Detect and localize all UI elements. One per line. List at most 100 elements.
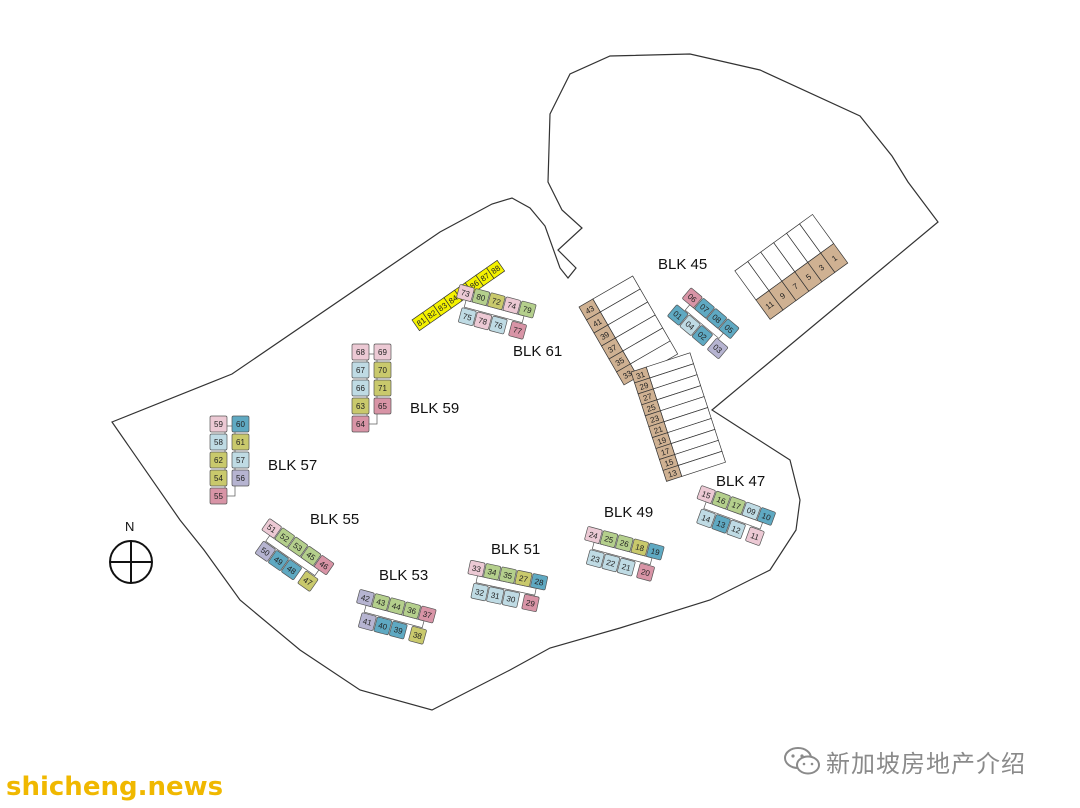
unit-stack[interactable] xyxy=(486,586,505,605)
unit-stack[interactable] xyxy=(646,542,665,561)
unit-stack[interactable] xyxy=(706,308,727,329)
unit-stack[interactable] xyxy=(630,538,649,557)
unit-stack[interactable] xyxy=(473,311,493,331)
unit-stack[interactable] xyxy=(261,518,282,539)
unit-stack[interactable] xyxy=(287,536,308,557)
unit-stack[interactable] xyxy=(719,318,740,339)
unit-stack[interactable] xyxy=(297,570,319,592)
unit-stack[interactable] xyxy=(696,485,716,504)
unit-stack[interactable] xyxy=(502,296,521,315)
unit-stack[interactable] xyxy=(351,343,370,361)
terrace-unit[interactable] xyxy=(486,259,506,279)
unit-stack[interactable] xyxy=(584,526,603,544)
unit-stack[interactable] xyxy=(617,557,636,577)
unit-stack[interactable] xyxy=(487,292,506,310)
unit-stack[interactable] xyxy=(756,507,776,526)
unit-stack[interactable] xyxy=(351,397,370,415)
unit-stack[interactable] xyxy=(373,616,393,636)
unit-stack[interactable] xyxy=(498,566,517,584)
unit-stack[interactable] xyxy=(389,620,408,640)
terrace-unit[interactable] xyxy=(820,243,849,273)
unit-stack[interactable] xyxy=(351,379,370,397)
unit-stack[interactable] xyxy=(373,361,392,379)
unit-stack[interactable] xyxy=(281,559,302,580)
unit-stack[interactable] xyxy=(351,361,370,379)
unit-stack[interactable] xyxy=(636,563,655,582)
unit-stack[interactable] xyxy=(231,415,250,433)
unit-stack[interactable] xyxy=(518,300,537,319)
unit-stack[interactable] xyxy=(356,589,375,607)
unit-number: 73 xyxy=(460,288,471,299)
unit-stack[interactable] xyxy=(231,469,250,487)
unit-stack[interactable] xyxy=(402,601,421,620)
unit-stack[interactable] xyxy=(418,605,437,624)
unit-stack[interactable] xyxy=(373,397,392,415)
unit-stack[interactable] xyxy=(209,469,228,487)
unit-stack[interactable] xyxy=(471,288,490,306)
unit-stack[interactable] xyxy=(489,315,508,335)
unit-stack[interactable] xyxy=(726,496,746,515)
unit-number: 19 xyxy=(650,547,661,558)
unit-stack[interactable] xyxy=(358,612,377,631)
unit-stack[interactable] xyxy=(351,415,370,433)
unit-stack[interactable] xyxy=(711,514,731,534)
unit-stack[interactable] xyxy=(231,433,250,451)
unit-stack[interactable] xyxy=(707,338,728,359)
unit-stack[interactable] xyxy=(514,569,533,587)
unit-stack[interactable] xyxy=(682,287,703,308)
unit-stack[interactable] xyxy=(408,626,427,645)
unit-stack[interactable] xyxy=(508,321,527,340)
terrace-unit[interactable] xyxy=(662,465,683,482)
unit-stack[interactable] xyxy=(255,541,276,562)
unit-stack[interactable] xyxy=(268,550,289,571)
unit-stack[interactable] xyxy=(373,379,392,397)
unit-stack[interactable] xyxy=(521,593,540,612)
unit-stack[interactable] xyxy=(615,534,634,552)
unit-stack[interactable] xyxy=(209,451,228,469)
unit-stack[interactable] xyxy=(209,487,228,505)
unit-stack[interactable] xyxy=(458,307,477,326)
unit-stack[interactable] xyxy=(209,433,228,451)
unit-stack[interactable] xyxy=(467,560,486,577)
unit-stack[interactable] xyxy=(711,490,731,510)
unit-stack[interactable] xyxy=(530,573,548,591)
unit-stack[interactable] xyxy=(692,325,713,346)
unit-stack[interactable] xyxy=(696,508,716,528)
unit-stack[interactable] xyxy=(231,451,250,469)
unit-stack[interactable] xyxy=(586,549,605,568)
unit-stack[interactable] xyxy=(387,597,406,615)
unit-stack[interactable] xyxy=(694,298,715,319)
unit-stack[interactable] xyxy=(470,583,489,602)
unit-number: 17 xyxy=(730,500,742,512)
unit-stack[interactable] xyxy=(274,527,295,548)
unit-stack[interactable] xyxy=(456,284,475,302)
unit-stack[interactable] xyxy=(726,519,746,539)
unit-stack[interactable] xyxy=(483,563,502,581)
unit-stack[interactable] xyxy=(667,304,689,326)
unit-stack[interactable] xyxy=(679,315,701,336)
unit-stack[interactable] xyxy=(314,555,335,575)
watermark-text: 新加坡房地产介绍 xyxy=(826,750,1026,778)
unit-stack[interactable] xyxy=(741,501,761,521)
unit-stack[interactable] xyxy=(599,530,618,548)
unit-stack[interactable] xyxy=(501,589,520,608)
unit-stack[interactable] xyxy=(373,343,392,361)
unit-stack[interactable] xyxy=(745,526,765,546)
unit-stack[interactable] xyxy=(601,553,621,573)
unit-stack[interactable] xyxy=(371,593,390,611)
unit-stack[interactable] xyxy=(209,415,228,433)
unit-stack[interactable] xyxy=(301,546,321,566)
terrace-unit[interactable] xyxy=(616,363,639,386)
